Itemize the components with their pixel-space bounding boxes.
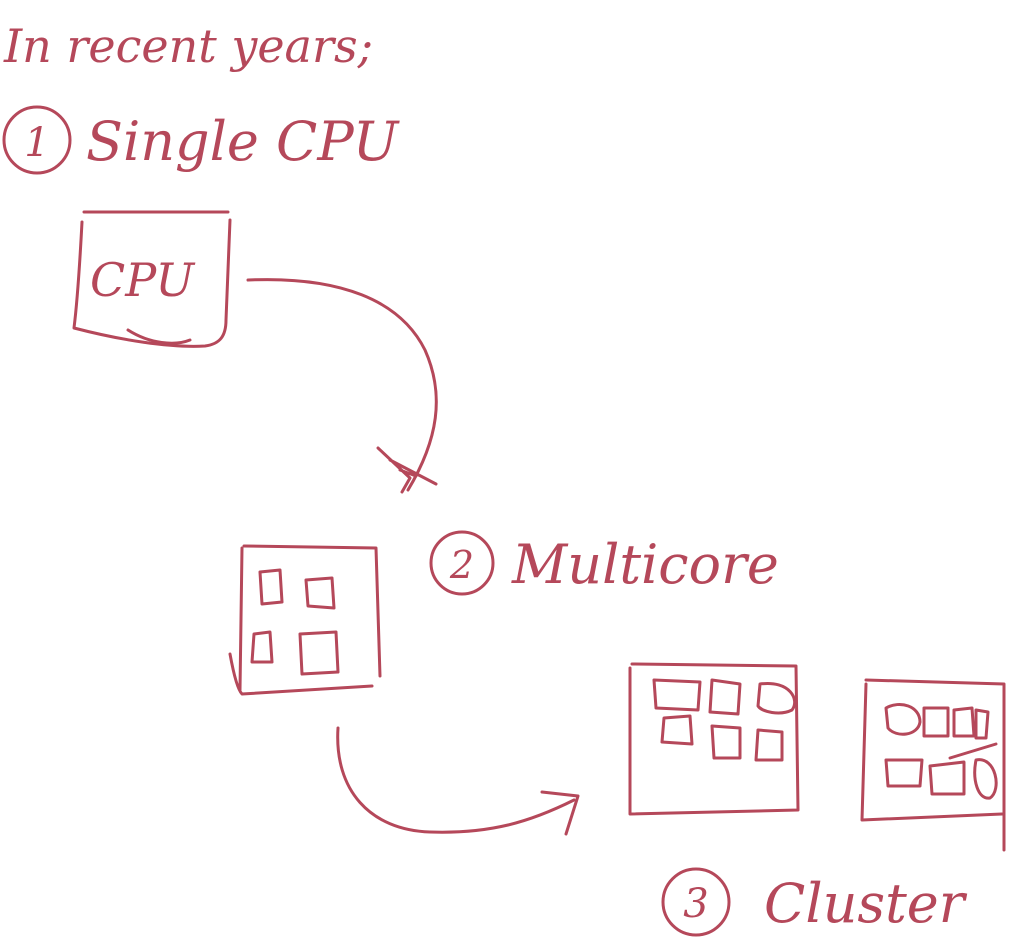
multicore-chip-icon: [228, 544, 382, 696]
step-3-label: Cluster: [764, 872, 968, 935]
step-1-circle-icon: [2, 105, 72, 175]
step-1-title: 1 Single CPU: [2, 105, 400, 175]
step-2-number: 2: [449, 543, 474, 587]
step-3-circle-icon: [661, 867, 731, 937]
step-1-label: Single CPU: [86, 110, 400, 173]
step-2-label: Multicore: [511, 533, 779, 596]
step-2-title: 2 Multicore: [429, 530, 779, 596]
cpu-chip-icon: CPU: [72, 210, 232, 348]
cluster-node-icon: [860, 678, 1006, 852]
step-3-number: 3: [683, 881, 708, 927]
curved-arrow-icon: [336, 726, 580, 836]
heading: In recent years;: [3, 19, 373, 73]
cpu-box-label: CPU: [90, 253, 196, 307]
cluster-node-icon: [628, 662, 800, 816]
curved-arrow-icon: [246, 278, 438, 494]
step-2-circle-icon: [429, 530, 495, 596]
step-3-title: 3 Cluster: [661, 867, 968, 937]
step-1-number: 1: [24, 120, 49, 166]
